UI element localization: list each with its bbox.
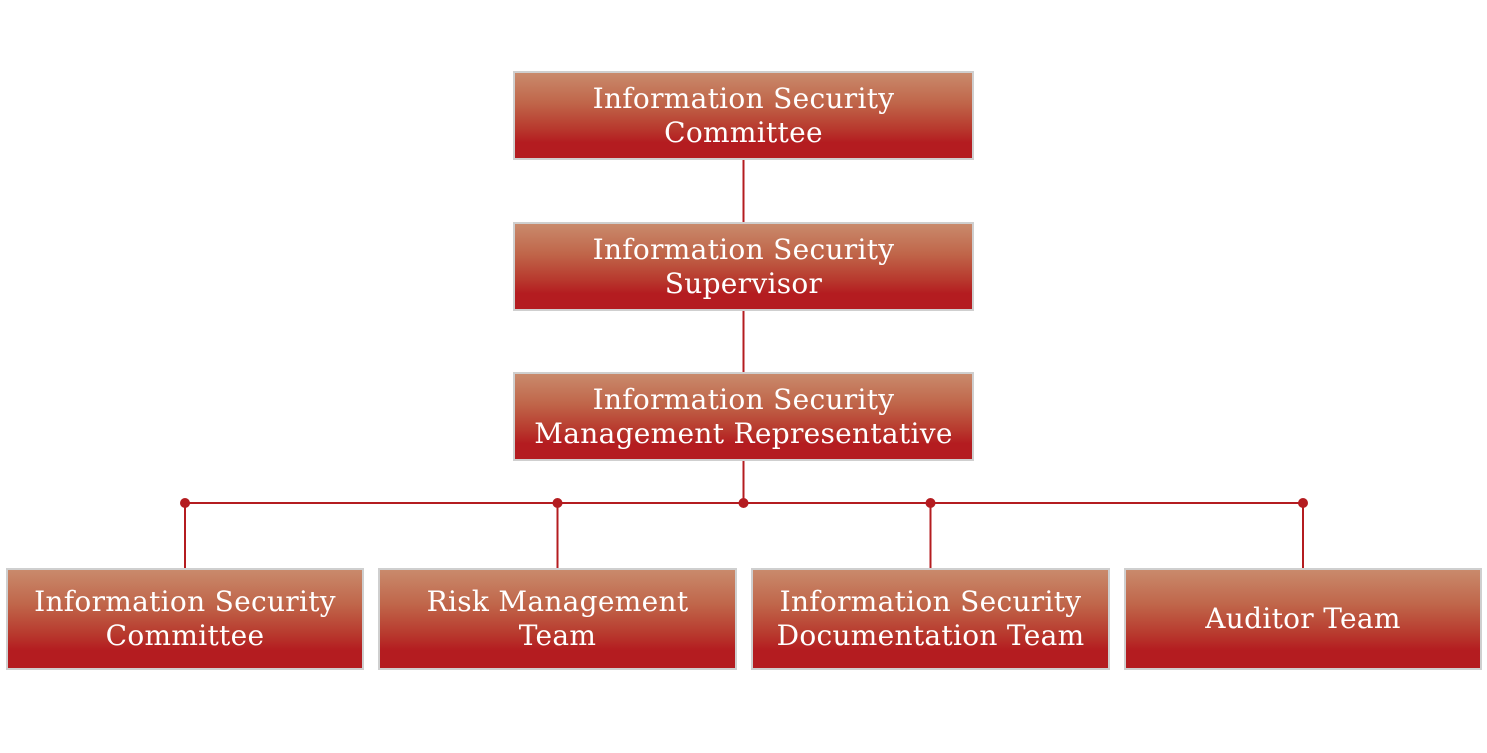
- node-documentation-team: Information Security Documentation Team: [751, 568, 1110, 670]
- node-label-line: Information Security: [592, 81, 895, 115]
- node-label-line: Information Security: [592, 382, 895, 416]
- connector-dot: [738, 498, 749, 508]
- node-risk-management-team: Risk Management Team: [378, 568, 737, 670]
- connector-dot: [180, 498, 190, 508]
- node-label-line: Committee: [105, 619, 265, 652]
- node-information-security-supervisor: Information Security Supervisor: [513, 222, 974, 311]
- node-label-line: Auditor Team: [1205, 602, 1401, 635]
- node-label-line: Information Security: [779, 585, 1082, 618]
- node-label-line: Committee: [664, 115, 823, 149]
- node-information-security-committee: Information Security Committee: [6, 568, 364, 670]
- connector-dot: [1298, 498, 1308, 508]
- connector-dot: [552, 498, 563, 508]
- node-label-line: Supervisor: [664, 266, 823, 300]
- node-label-line: Information Security: [592, 232, 895, 266]
- node-label-line: Team: [518, 619, 597, 652]
- connector-dot: [925, 498, 936, 508]
- node-label-line: Management Representative: [534, 416, 953, 450]
- node-auditor-team: Auditor Team: [1124, 568, 1482, 670]
- node-label-line: Documentation Team: [776, 619, 1085, 652]
- node-management-representative: Information Security Management Represen…: [513, 372, 974, 461]
- node-label-line: Information Security: [34, 585, 336, 618]
- node-label-line: Risk Management: [426, 585, 689, 618]
- node-information-security-committee-top: Information Security Committee: [513, 71, 974, 160]
